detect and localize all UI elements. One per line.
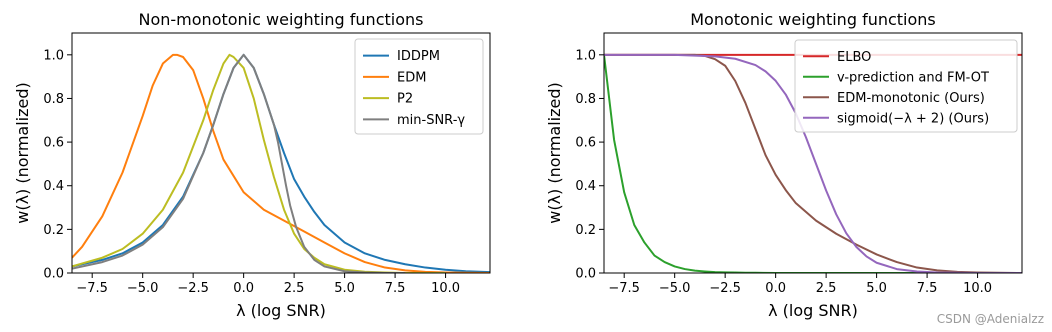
x-tick-label: −2.5 bbox=[177, 281, 209, 296]
x-tick-label: 7.5 bbox=[385, 281, 406, 296]
series-line-1 bbox=[72, 53, 490, 273]
y-tick-label: 0.8 bbox=[43, 92, 64, 107]
series-line-3 bbox=[604, 53, 1022, 273]
y-tick-label: 1.0 bbox=[575, 48, 596, 63]
y-tick-label: 0.6 bbox=[575, 136, 596, 151]
watermark: CSDN @Adenialzz bbox=[936, 312, 1044, 326]
legend-box bbox=[794, 39, 1018, 133]
x-tick-label: −5.0 bbox=[659, 281, 691, 296]
chart-title: Monotonic weighting functions bbox=[690, 10, 936, 29]
panel-monotonic: Monotonic weighting functions −7.5 −5.0 −2.… bbox=[545, 10, 1023, 320]
y-axis-label: w(λ) (normalized) bbox=[13, 82, 32, 224]
legend-label: min-SNR-γ bbox=[397, 113, 465, 128]
y-tick-label: 0.8 bbox=[575, 92, 596, 107]
x-axis-label: λ (log SNR) bbox=[768, 301, 858, 320]
legend: ELBO v-prediction and FM-OT EDM-monotonic … bbox=[794, 39, 1018, 133]
legend-label: P2 bbox=[397, 92, 413, 107]
x-tick-label: −7.5 bbox=[76, 281, 108, 296]
x-tick-label: 0.0 bbox=[765, 281, 786, 296]
y-tick-label: 0.2 bbox=[575, 223, 596, 238]
plot-area bbox=[72, 53, 490, 273]
y-tick-label: 1.0 bbox=[43, 48, 64, 63]
axes-frame bbox=[603, 32, 1023, 274]
legend-label: EDM bbox=[397, 70, 426, 85]
x-tick-label: −5.0 bbox=[127, 281, 159, 296]
x-tick-label: −7.5 bbox=[608, 281, 640, 296]
legend-box bbox=[354, 38, 484, 135]
legend-label: IDDPM bbox=[397, 49, 440, 64]
y-tick-label: 0.4 bbox=[575, 179, 596, 194]
x-tick-label: 5.0 bbox=[334, 281, 355, 296]
y-tick-label: 0.0 bbox=[43, 267, 64, 282]
x-axis-label: λ (log SNR) bbox=[236, 301, 326, 320]
x-tick-label: 2.5 bbox=[816, 281, 837, 296]
legend-label: v-prediction and FM-OT bbox=[837, 70, 989, 85]
x-tick-label: 10.0 bbox=[963, 281, 992, 296]
y-tick-label: 0.0 bbox=[575, 267, 596, 282]
panel-non-monotonic: Non-monotonic weighting functions −7.5 −5.… bbox=[13, 10, 491, 320]
series-line-1 bbox=[604, 54, 1022, 273]
axes-frame bbox=[71, 32, 491, 274]
y-axis-label: w(λ) (normalized) bbox=[545, 82, 564, 224]
x-tick-label: 0.0 bbox=[233, 281, 254, 296]
legend-label: EDM-monotonic (Ours) bbox=[837, 91, 985, 106]
y-tick-label: 0.6 bbox=[43, 136, 64, 151]
y-tick-label: 0.4 bbox=[43, 179, 64, 194]
legend: IDDPM EDM P2 min-SNR-γ bbox=[354, 38, 484, 135]
series-line-3 bbox=[72, 53, 406, 273]
legend-label: sigmoid(−λ + 2) (Ours) bbox=[837, 111, 989, 126]
legend-label: ELBO bbox=[837, 50, 871, 65]
x-tick-label: 5.0 bbox=[866, 281, 887, 296]
x-tick-label: 10.0 bbox=[431, 281, 460, 296]
y-tick-label: 0.2 bbox=[43, 223, 64, 238]
x-tick-label: 2.5 bbox=[284, 281, 305, 296]
x-tick-label: −2.5 bbox=[709, 281, 741, 296]
x-tick-label: 7.5 bbox=[917, 281, 938, 296]
chart-title: Non-monotonic weighting functions bbox=[139, 10, 424, 29]
series-line-2 bbox=[604, 53, 1022, 273]
